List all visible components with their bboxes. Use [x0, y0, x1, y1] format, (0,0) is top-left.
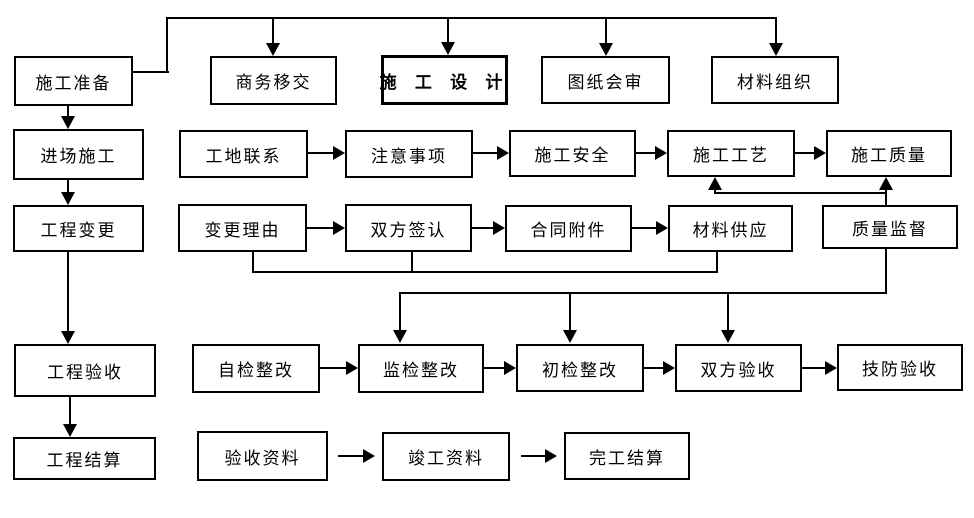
node-site-contact: 工地联系 [179, 130, 308, 178]
connector-line [472, 152, 498, 154]
arrowhead-right [493, 221, 505, 235]
connector-line [67, 178, 69, 194]
connector-line [166, 17, 777, 19]
connector-line [569, 294, 571, 330]
connector-line [252, 271, 718, 273]
node-self-check: 自检整改 [192, 344, 320, 393]
connector-line [794, 152, 815, 154]
node-material-supply: 材料供应 [668, 205, 793, 252]
node-change-reason: 变更理由 [178, 204, 307, 252]
arrowhead-down [61, 331, 75, 344]
arrowhead-down [441, 42, 455, 55]
connector-line [631, 227, 657, 229]
connector-line [714, 189, 716, 194]
connector-line [483, 367, 505, 369]
node-acceptance: 工程验收 [14, 344, 156, 397]
node-technique: 施工工艺 [667, 130, 795, 177]
arrowhead-right [655, 146, 667, 160]
connector-line [399, 292, 401, 330]
arrowhead-right [497, 146, 509, 160]
connector-line [67, 250, 69, 333]
arrowhead-right [363, 449, 375, 463]
arrowhead-right [346, 361, 358, 375]
arrowhead-down [721, 330, 735, 343]
connector-line [885, 188, 887, 206]
connector-line [252, 251, 254, 273]
arrowhead-right [814, 146, 826, 160]
arrowhead-down [61, 116, 75, 129]
node-quality-supervision: 质量监督 [822, 205, 958, 249]
connector-line [319, 367, 347, 369]
connector-line [447, 17, 449, 44]
connector-line [411, 251, 413, 273]
node-material-org: 材料组织 [711, 56, 839, 104]
connector-line [727, 294, 729, 330]
connector-line [132, 71, 169, 73]
arrowhead-right [545, 449, 557, 463]
node-security-acceptance: 技防验收 [837, 344, 963, 391]
node-design: 施 工 设 计 [380, 55, 508, 105]
arrowhead-right [656, 221, 668, 235]
arrowhead-right [504, 361, 516, 375]
node-notes: 注意事项 [345, 130, 473, 178]
arrowhead-up [708, 177, 722, 190]
connector-line [521, 455, 546, 457]
connector-line [801, 367, 826, 369]
connector-line [885, 248, 887, 294]
node-prep: 施工准备 [14, 56, 133, 106]
connector-line [306, 227, 334, 229]
node-drawing-review: 图纸会审 [541, 56, 670, 104]
node-quality: 施工质量 [826, 130, 952, 177]
node-initial-check: 初检整改 [516, 344, 644, 392]
connector-line [714, 192, 887, 194]
arrowhead-up [879, 177, 893, 190]
node-change: 工程变更 [13, 205, 144, 252]
connector-line [775, 17, 777, 44]
arrowhead-right [333, 221, 345, 235]
connector-line [471, 227, 494, 229]
connector-line [67, 104, 69, 118]
node-settlement: 工程结算 [13, 437, 156, 480]
arrowhead-right [825, 361, 837, 375]
connector-line [69, 395, 71, 426]
node-completion-docs: 竣工资料 [382, 432, 510, 481]
node-safety: 施工安全 [509, 130, 636, 177]
arrowhead-right [663, 361, 675, 375]
arrowhead-down [599, 43, 613, 56]
node-supervisor-check: 监检整改 [358, 344, 484, 393]
connector-line [605, 17, 607, 44]
node-handover: 商务移交 [210, 56, 337, 105]
connector-line [272, 17, 274, 44]
node-mutual-sign: 双方签认 [345, 204, 472, 252]
connector-line [635, 152, 656, 154]
node-mutual-acceptance: 双方验收 [675, 344, 802, 392]
arrowhead-down [266, 43, 280, 56]
connector-line [166, 17, 168, 73]
arrowhead-right [333, 146, 345, 160]
connector-line [716, 251, 718, 273]
node-entry: 进场施工 [13, 129, 144, 180]
node-acceptance-docs: 验收资料 [197, 431, 328, 481]
connector-line [338, 455, 364, 457]
arrowhead-down [63, 424, 77, 437]
node-completion-settlement: 完工结算 [564, 432, 690, 480]
node-contract-attach: 合同附件 [505, 205, 632, 252]
connector-line [307, 152, 334, 154]
arrowhead-down [563, 330, 577, 343]
arrowhead-down [393, 330, 407, 343]
arrowhead-down [61, 192, 75, 205]
connector-line [399, 292, 887, 294]
connector-line [643, 367, 664, 369]
arrowhead-down [769, 43, 783, 56]
